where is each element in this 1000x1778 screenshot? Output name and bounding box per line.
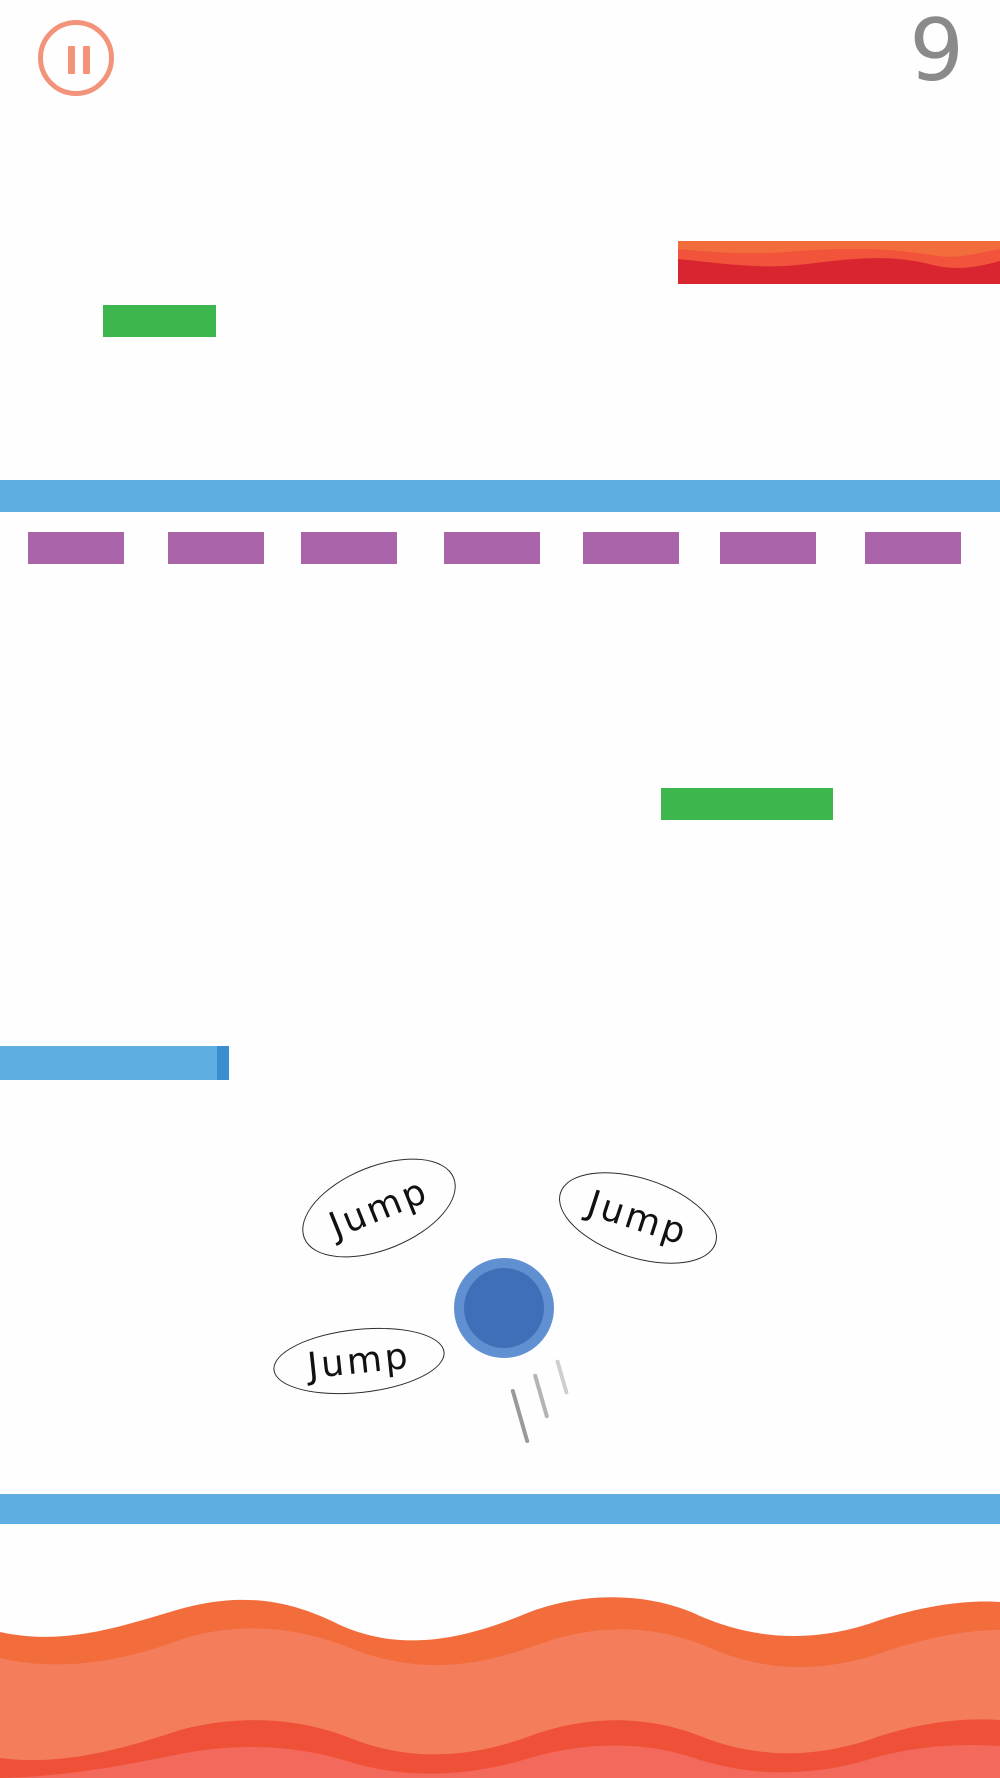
jump-cue: Jump xyxy=(547,1154,729,1282)
purple-block xyxy=(28,532,124,564)
pause-button[interactable] xyxy=(38,20,114,96)
purple-block xyxy=(168,532,264,564)
blue-rail xyxy=(0,1494,1000,1524)
jump-cue: Jump xyxy=(270,1320,448,1402)
green-platform xyxy=(103,305,216,337)
purple-block xyxy=(720,532,816,564)
pause-icon xyxy=(68,46,75,74)
purple-block xyxy=(301,532,397,564)
score-counter: 9 xyxy=(909,1,964,101)
motion-trail xyxy=(510,1388,530,1444)
blue-ledge xyxy=(0,1046,229,1080)
blue-ledge-cap xyxy=(217,1046,229,1080)
motion-trail xyxy=(555,1359,569,1395)
lava-platform xyxy=(678,241,1000,284)
blue-rail xyxy=(0,480,1000,512)
purple-block xyxy=(865,532,961,564)
pause-icon xyxy=(83,46,90,74)
purple-block xyxy=(583,532,679,564)
motion-trail xyxy=(532,1373,550,1419)
green-platform xyxy=(661,788,833,820)
lava-pool xyxy=(0,1597,1000,1778)
purple-block xyxy=(444,532,540,564)
jump-cue: Jump xyxy=(288,1138,470,1278)
player-ball[interactable] xyxy=(454,1258,554,1358)
